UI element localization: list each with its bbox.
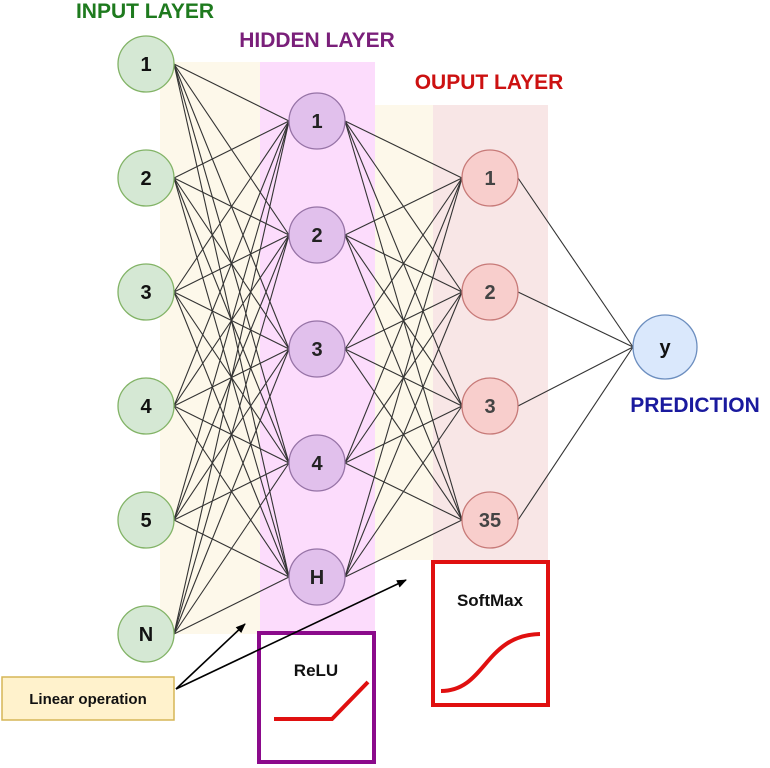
input-node-2-label: 3	[140, 282, 151, 304]
edge-input-2-hidden-0	[173, 120, 290, 293]
output-node-0-circle	[461, 149, 519, 207]
input-node-0-circle	[117, 35, 175, 93]
edge-input-1-hidden-0	[173, 120, 290, 179]
input-node-2: 3	[117, 263, 175, 321]
edge-input-0-hidden-0	[173, 63, 290, 122]
hidden-node-1: 2	[288, 206, 346, 264]
output-node-3: 35	[461, 491, 519, 549]
input-node-3-label: 4	[140, 396, 152, 418]
edge-hidden-4-output-0	[344, 177, 463, 578]
output-node-3-circle	[461, 491, 519, 549]
linear-operation-note: Linear operation	[1, 579, 407, 721]
edge-output-0-prediction	[517, 177, 634, 348]
hidden-node-3: 4	[288, 434, 346, 492]
edge-output-1-prediction	[517, 291, 634, 348]
linear-operation-box	[1, 676, 175, 721]
input-node-1-label: 2	[140, 168, 151, 190]
output-node-2-circle	[461, 377, 519, 435]
output-layer-title: OUPUT LAYER	[415, 71, 564, 94]
output-node-2: 3	[461, 377, 519, 435]
input-layer-title: INPUT LAYER	[76, 0, 214, 23]
output-node-0-label: 1	[484, 168, 495, 190]
hidden-node-3-circle	[288, 434, 346, 492]
hidden-node-4-label: H	[310, 567, 324, 589]
input-node-5: N	[117, 605, 175, 663]
network-nodes: 1 2 3 4 5N 1 2 3 4H 1 2 3 35 y	[117, 35, 698, 663]
relu-curve-icon	[274, 680, 370, 721]
input-node-5-circle	[117, 605, 175, 663]
edge-hidden-4-output-2	[344, 405, 463, 578]
input-node-1-circle	[117, 149, 175, 207]
softmax-label: SoftMax	[457, 591, 524, 610]
edge-hidden-2-output-0	[344, 177, 463, 350]
prediction-node: y	[632, 314, 698, 380]
hidden-node-0-circle	[288, 92, 346, 150]
edge-input-5-hidden-2	[173, 348, 290, 635]
output-node-1-circle	[461, 263, 519, 321]
input-node-4: 5	[117, 491, 175, 549]
output-node-2-label: 3	[484, 396, 495, 418]
input-node-3-circle	[117, 377, 175, 435]
edge-output-3-prediction	[517, 346, 634, 521]
edge-input-5-hidden-1	[173, 234, 290, 635]
hidden-layer-title: HIDDEN LAYER	[239, 29, 395, 52]
input-node-0-label: 1	[140, 54, 151, 76]
edge-hidden-3-output-0	[344, 177, 463, 464]
hidden-node-1-circle	[288, 206, 346, 264]
connection-lines	[173, 63, 634, 635]
hidden-node-2-circle	[288, 320, 346, 378]
edge-input-5-hidden-4	[173, 576, 290, 635]
output-node-0: 1	[461, 149, 519, 207]
input-node-3: 4	[117, 377, 175, 435]
softmax-activation-box: SoftMax	[431, 560, 550, 707]
input-node-1: 2	[117, 149, 175, 207]
edge-hidden-4-output-3	[344, 519, 463, 578]
hidden-node-4: H	[288, 548, 346, 606]
output-node-1-label: 2	[484, 282, 495, 304]
edge-hidden-0-output-0	[344, 120, 463, 179]
edge-hidden-4-output-1	[344, 291, 463, 578]
edge-input-5-hidden-0	[173, 120, 290, 635]
input-node-4-label: 5	[140, 510, 151, 532]
relu-label: ReLU	[294, 661, 338, 680]
hidden-node-2-label: 3	[311, 339, 322, 361]
relu-activation-box: ReLU	[257, 631, 376, 764]
relu-box-border	[257, 631, 376, 764]
edge-hidden-1-output-0	[344, 177, 463, 236]
arrow-to-hidden-output-band	[175, 579, 407, 690]
linear-operation-label: Linear operation	[29, 691, 147, 708]
output-node-3-label: 35	[479, 510, 501, 532]
prediction-node-label: y	[659, 337, 671, 359]
edge-input-3-hidden-0	[173, 120, 290, 407]
input-node-5-label: N	[139, 624, 153, 646]
hidden-node-0: 1	[288, 92, 346, 150]
input-node-2-circle	[117, 263, 175, 321]
hidden-node-0-label: 1	[311, 111, 322, 133]
edge-output-2-prediction	[517, 346, 634, 407]
hidden-node-1-label: 2	[311, 225, 322, 247]
edge-input-5-hidden-3	[173, 462, 290, 635]
hidden-node-4-circle	[288, 548, 346, 606]
arrow-to-input-hidden-band	[175, 623, 246, 690]
input-node-4-circle	[117, 491, 175, 549]
prediction-node-circle	[632, 314, 698, 380]
hidden-node-2: 3	[288, 320, 346, 378]
output-node-1: 2	[461, 263, 519, 321]
input-node-0: 1	[117, 35, 175, 93]
edge-input-4-hidden-0	[173, 120, 290, 521]
hidden-node-3-label: 4	[311, 453, 323, 475]
softmax-curve-icon	[440, 632, 541, 693]
prediction-title: PREDICTION	[630, 394, 760, 417]
